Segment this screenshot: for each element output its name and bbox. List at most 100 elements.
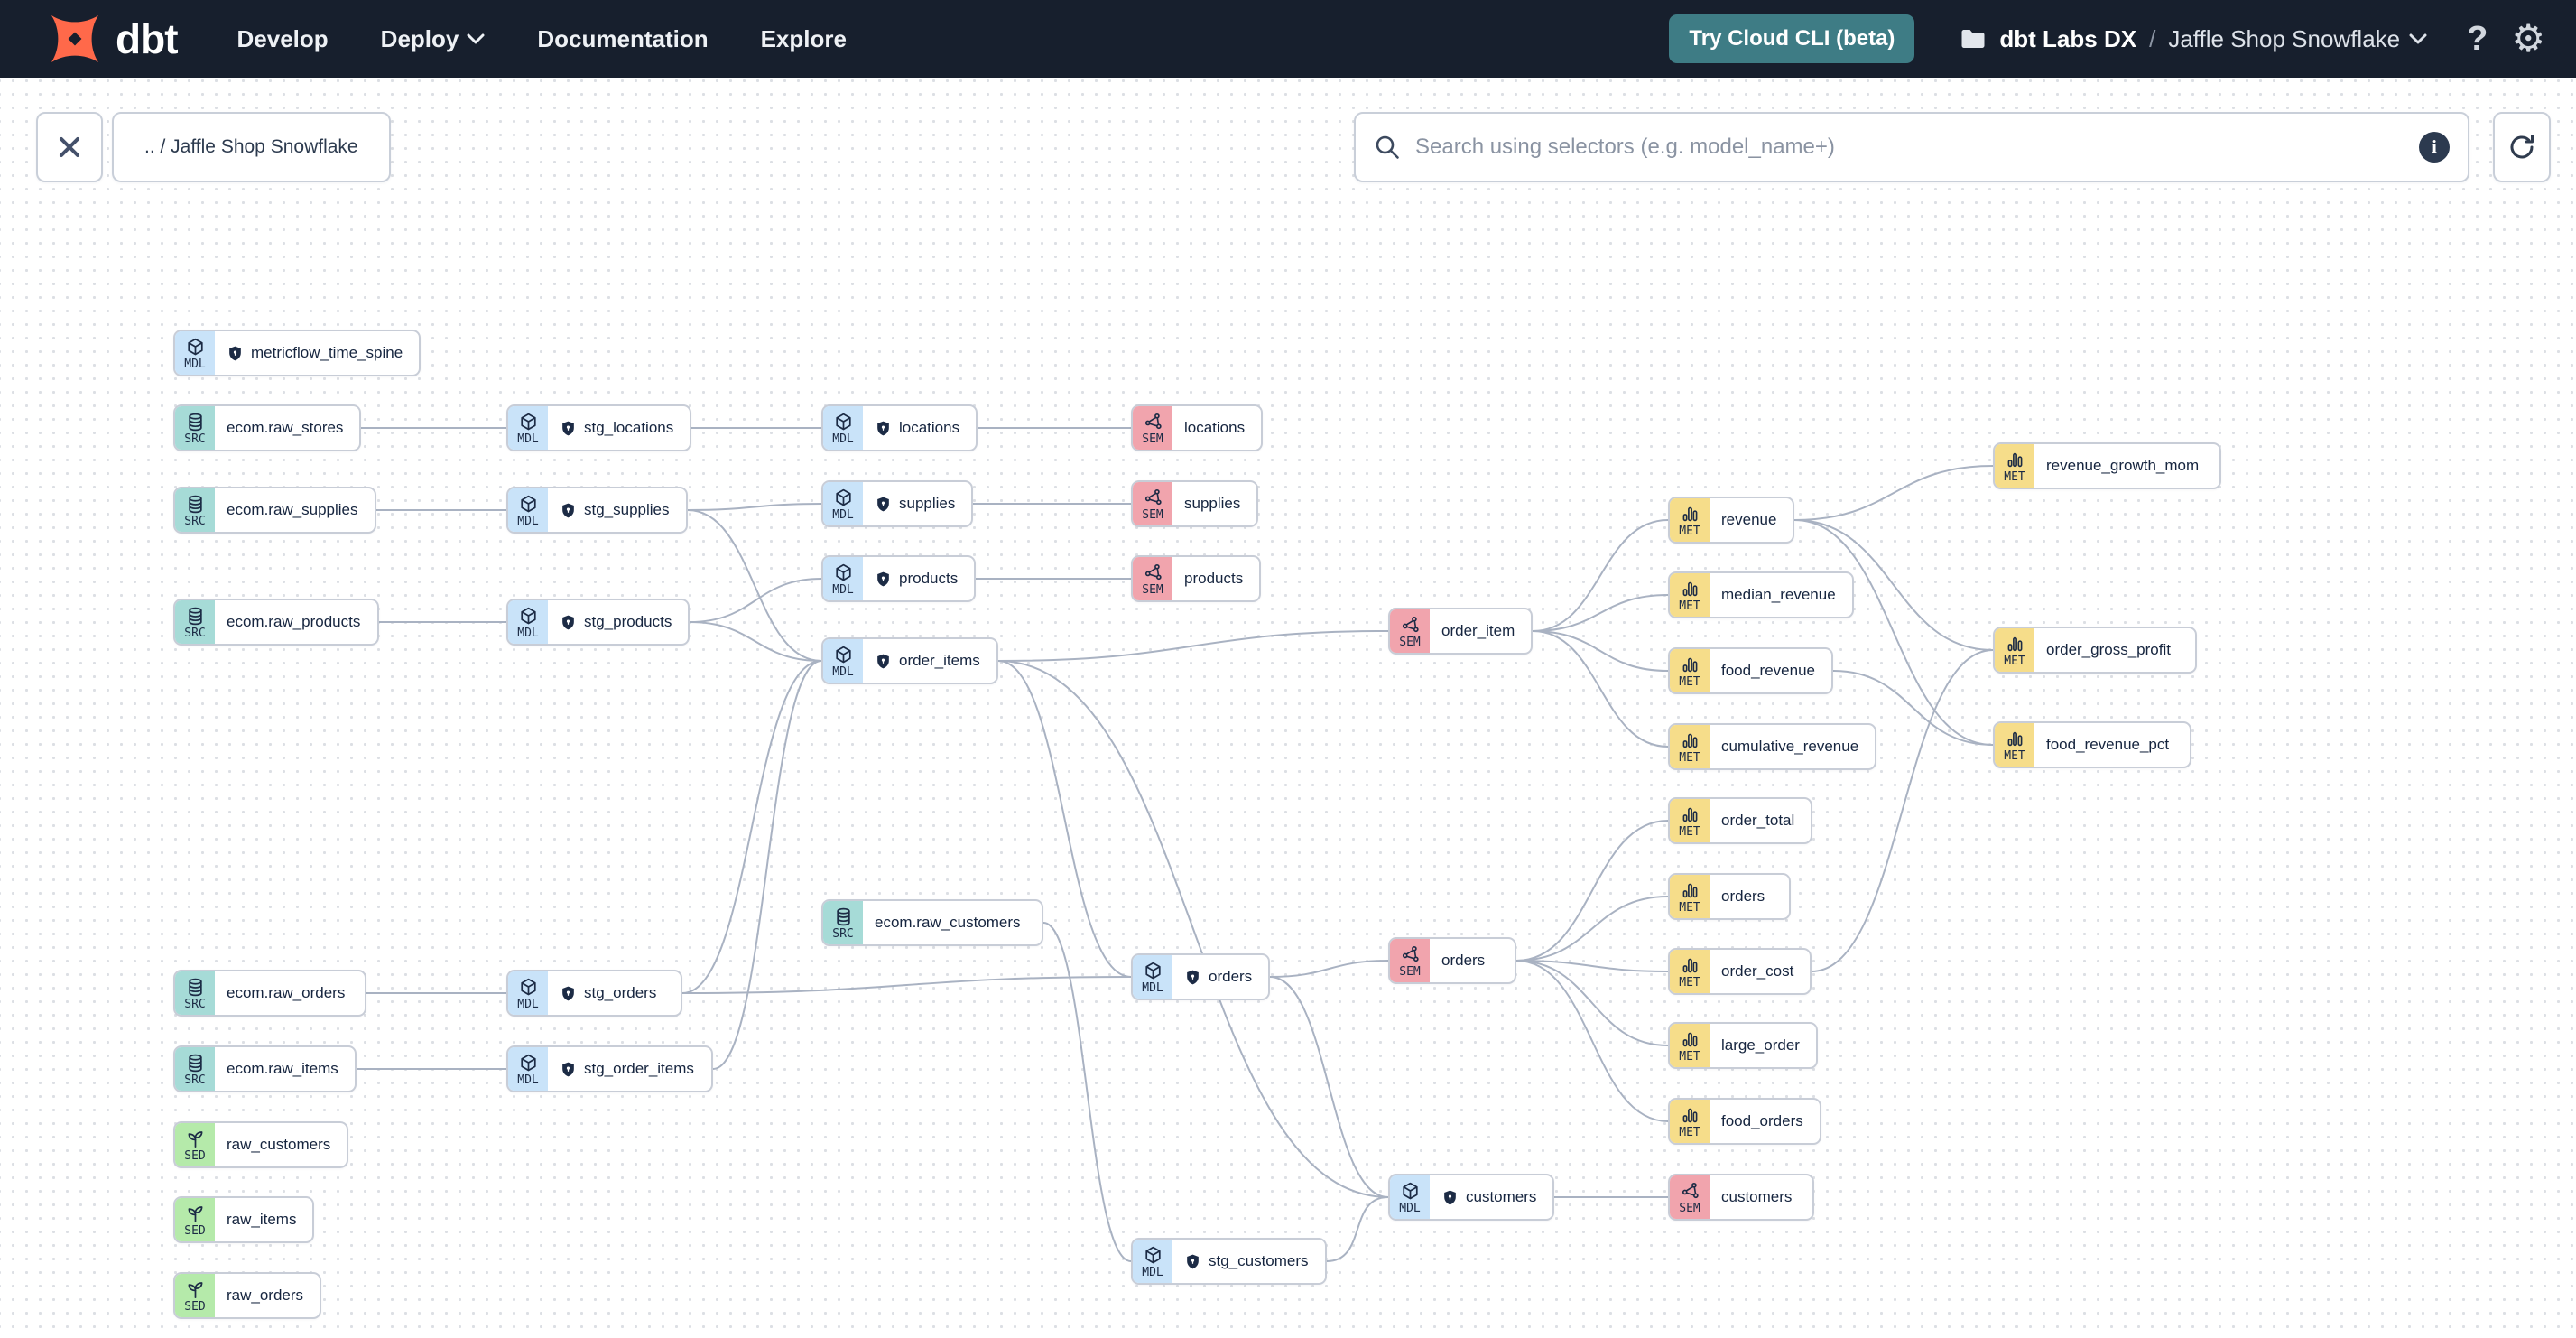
node-type-label: MDL	[832, 582, 854, 597]
lineage-edge	[687, 509, 822, 662]
close-lineage-button[interactable]	[36, 112, 103, 182]
node-label: locations	[1184, 419, 1246, 436]
graph-node-revenue_growth_mom[interactable]: MET revenue_growth_mom	[1993, 442, 2221, 489]
node-label: stg_order_items	[548, 1047, 710, 1091]
selector-search: i	[1354, 112, 2469, 182]
node-label: customers	[1430, 1175, 1552, 1219]
settings-gear-icon[interactable]: ⚙	[2511, 17, 2545, 60]
cube-icon: MDL	[508, 488, 548, 532]
dbt-brand[interactable]: dbt	[47, 11, 179, 67]
node-label: ecom.raw_customers	[875, 914, 1021, 931]
node-label: ecom.raw_products	[227, 613, 361, 630]
node-label: customers	[1721, 1188, 1793, 1205]
nav-item-develop[interactable]: Develop	[236, 24, 329, 52]
metric-bars-icon: MET	[1995, 444, 2034, 488]
nav-item-explore[interactable]: Explore	[760, 24, 847, 52]
node-type-label: SEM	[1142, 432, 1163, 446]
folder-icon	[1961, 30, 1985, 48]
node-label: revenue_growth_mom	[2046, 457, 2200, 474]
info-icon[interactable]: i	[2419, 132, 2450, 163]
nav-menu: Develop Deploy Documentation Explore	[237, 25, 847, 53]
nav-item-deploy[interactable]: Deploy	[381, 25, 486, 53]
cube-icon: MDL	[508, 406, 548, 450]
database-icon: SRC	[175, 600, 215, 644]
chevron-down-icon	[467, 33, 485, 43]
account-breadcrumb[interactable]: dbt Labs DX / Jaffle Shop Snowflake	[1960, 25, 2427, 53]
search-input[interactable]	[1413, 134, 2406, 161]
graph-node-locations_sem[interactable]: SEM locations	[1131, 404, 1264, 451]
metric-bars-icon: MET	[1995, 628, 2034, 672]
breadcrumb[interactable]: .. / Jaffle Shop Snowflake	[112, 112, 391, 182]
node-type-label: MDL	[517, 432, 539, 446]
node-label: ecom.raw_items	[227, 1060, 338, 1077]
node-type-label: MDL	[517, 626, 539, 640]
cube-icon: MDL	[823, 482, 863, 525]
lineage-edge	[1042, 922, 1132, 1262]
node-type-label: MET	[1679, 750, 1700, 765]
node-type-label: MET	[1679, 975, 1700, 990]
node-label: ecom.raw_stores	[227, 419, 344, 436]
graph-node-order_cost[interactable]: MET order_cost	[1668, 948, 1812, 995]
seedling-icon: SED	[175, 1274, 215, 1317]
refresh-button[interactable]	[2493, 112, 2551, 182]
graph-node-ecom.raw_products[interactable]: SRC ecom.raw_products	[173, 599, 379, 646]
account-name: dbt Labs DX	[1999, 24, 2137, 52]
metric-bars-icon: MET	[1670, 573, 1710, 617]
node-type-label: SRC	[184, 432, 206, 446]
node-type-label: MDL	[832, 432, 854, 446]
node-label: orders	[1172, 955, 1268, 999]
graph-node-ecom.raw_stores[interactable]: SRC ecom.raw_stores	[173, 404, 362, 451]
node-label: stg_customers	[1172, 1240, 1325, 1283]
node-type-label: MET	[1679, 1049, 1700, 1064]
nav-item-documentation[interactable]: Documentation	[537, 24, 709, 52]
edge-layer	[357, 426, 1994, 1262]
node-label: order_cost	[1721, 962, 1794, 980]
node-type-label: SEM	[1399, 635, 1421, 649]
node-type-label: MET	[1679, 599, 1700, 613]
lineage-edge	[1515, 960, 1669, 1046]
node-label: revenue	[1721, 511, 1777, 528]
metric-bars-icon: MET	[1670, 950, 1710, 993]
node-label: order_total	[1721, 812, 1795, 829]
try-cloud-cli-button[interactable]: Try Cloud CLI (beta)	[1669, 14, 1915, 63]
node-label: food_orders	[1721, 1112, 1803, 1129]
help-icon[interactable]: ?	[2467, 20, 2488, 58]
project-name[interactable]: Jaffle Shop Snowflake	[2168, 25, 2427, 53]
